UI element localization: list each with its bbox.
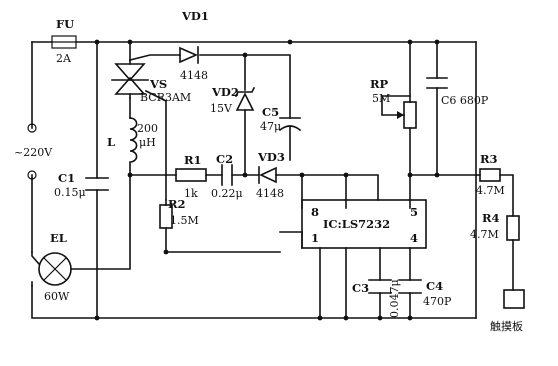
- label-c3-value: 0.047μ: [388, 279, 401, 318]
- resistor-r3: [479, 168, 501, 182]
- capacitor-c4: [398, 279, 422, 294]
- ic-name: IC:LS7232: [323, 217, 390, 231]
- capacitor-c1: [85, 177, 109, 191]
- ic-pin-5: 5: [410, 205, 418, 219]
- zener-vd2: [234, 86, 256, 111]
- label-vd2-value: 15V: [210, 102, 233, 115]
- label-r1-value: 1k: [184, 187, 198, 200]
- fuse-fu: [51, 35, 77, 49]
- label-vd3: VD3: [257, 150, 285, 164]
- label-vd3-value: 4148: [256, 187, 284, 200]
- diode-vd3: [258, 166, 277, 184]
- label-el: EL: [50, 231, 67, 245]
- label-r4: R4: [482, 211, 500, 225]
- resistor-r4: [506, 215, 520, 241]
- ic-pin-1: 1: [311, 231, 319, 245]
- label-rp: RP: [370, 77, 389, 91]
- capacitor-c2: [221, 164, 233, 186]
- triac-vs: [111, 59, 149, 99]
- label-c3: C3: [352, 281, 369, 295]
- label-c5-value: 47μ: [260, 120, 281, 133]
- label-c2: C2: [216, 152, 233, 166]
- label-touch-pad: 触摸板: [490, 319, 523, 333]
- label-c4: C4: [426, 279, 443, 293]
- label-l: L: [107, 135, 115, 149]
- resistor-r1: [175, 168, 207, 182]
- label-r1: R1: [184, 153, 202, 167]
- capacitor-c3: [368, 279, 392, 294]
- label-vs: VS: [149, 77, 167, 91]
- label-c2-value: 0.22μ: [211, 187, 243, 200]
- label-supply: ~220V: [14, 146, 53, 159]
- potentiometer-rp: [397, 101, 417, 129]
- ic-pin-8: 8: [311, 205, 319, 219]
- label-c5: C5: [262, 105, 279, 119]
- capacitor-c5: [278, 117, 302, 132]
- label-r2: R2: [168, 197, 186, 211]
- label-r3-value: 4.7M: [476, 184, 505, 197]
- inductor-l: [129, 117, 138, 176]
- label-fu-value: 2A: [56, 52, 72, 65]
- label-c1-value: 0.15μ: [54, 186, 86, 199]
- label-vd1: VD1: [181, 9, 209, 23]
- label-r3: R3: [480, 152, 498, 166]
- label-vd1-value: 4148: [180, 69, 208, 82]
- label-l-value-1: 200: [137, 122, 158, 135]
- label-c6: C6 680P: [441, 94, 489, 107]
- label-c4-value: 470P: [423, 295, 452, 308]
- label-el-value: 60W: [44, 290, 70, 303]
- label-rp-value: 5M: [372, 92, 390, 105]
- diode-vd1: [179, 46, 199, 64]
- label-l-value-2: μH: [139, 136, 156, 149]
- label-fu: FU: [56, 17, 74, 31]
- resistor-r2: [159, 204, 173, 229]
- label-c1: C1: [58, 171, 75, 185]
- supply-terminals: [27, 123, 37, 180]
- junction-dots: [94, 39, 440, 321]
- ic-pin-4: 4: [410, 231, 418, 245]
- capacitor-c6: [426, 77, 448, 89]
- lamp-el: [31, 251, 72, 287]
- ic-ls7232: [301, 199, 427, 249]
- touch-pad: [503, 289, 525, 309]
- label-r4-value: 4.7M: [470, 228, 499, 241]
- label-vs-value: BCR3AM: [140, 91, 191, 104]
- label-r2-value: 1.5M: [170, 214, 199, 227]
- label-vd2: VD2: [211, 85, 239, 99]
